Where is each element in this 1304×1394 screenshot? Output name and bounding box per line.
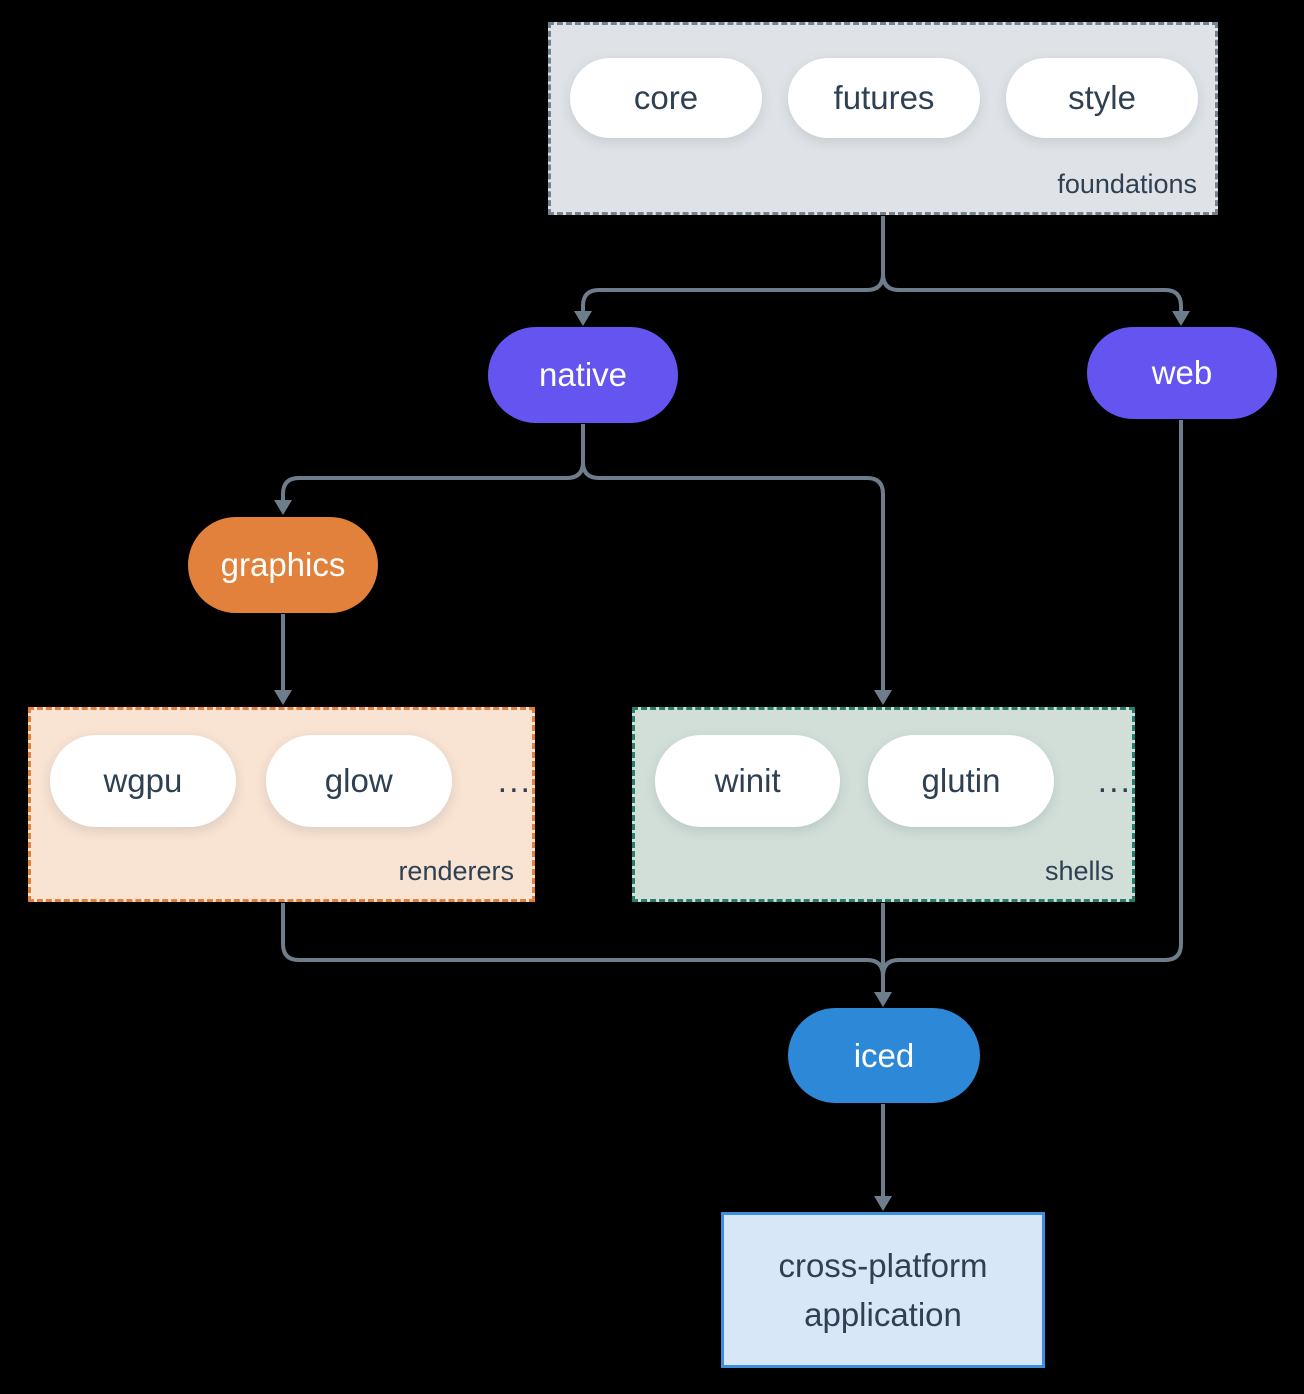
node-winit: winit — [655, 735, 841, 827]
renderers-pill-row: wgpu glow ... — [31, 710, 532, 827]
arrowhead-graphics — [274, 500, 292, 515]
arrowhead-web — [1172, 311, 1190, 326]
node-style: style — [1006, 58, 1198, 138]
edge-native-to-graphics — [281, 461, 585, 500]
node-core: core — [570, 58, 762, 138]
arrowhead-renderers — [274, 690, 292, 705]
node-web: web — [1087, 327, 1277, 419]
edge-foundations-to-web — [881, 273, 1183, 311]
node-glow: glow — [265, 735, 452, 827]
shells-ellipsis: ... — [1097, 761, 1132, 800]
edge-renderers-to-iced — [281, 903, 867, 962]
group-renderers: wgpu glow ... renderers — [28, 707, 535, 902]
arrowhead-application — [874, 1196, 892, 1211]
node-glutin: glutin — [868, 735, 1054, 827]
node-wgpu: wgpu — [50, 735, 236, 827]
node-cross-platform-application: cross-platform application — [721, 1212, 1045, 1368]
node-graphics: graphics — [188, 517, 378, 613]
arrowhead-shells — [874, 690, 892, 705]
group-shells: winit glutin ... shells — [632, 707, 1135, 902]
group-renderers-label: renderers — [398, 856, 514, 886]
node-native: native — [488, 327, 678, 423]
node-iced: iced — [788, 1008, 980, 1103]
edge-foundations-to-native — [581, 273, 885, 311]
node-futures: futures — [788, 58, 980, 138]
edge-web-to-iced — [899, 420, 1183, 962]
shells-pill-row: winit glutin ... — [635, 710, 1132, 827]
foundations-pill-row: core futures style — [551, 25, 1215, 138]
arrowhead-iced — [874, 992, 892, 1007]
group-foundations-label: foundations — [1057, 169, 1197, 199]
edge-merge-fillet-right — [881, 958, 900, 977]
arrowhead-native — [574, 311, 592, 326]
edge-native-to-shells — [581, 461, 885, 690]
edge-merge-fillet-left — [866, 958, 885, 977]
group-shells-label: shells — [1044, 856, 1114, 886]
group-foundations: core futures style foundations — [548, 22, 1218, 215]
renderers-ellipsis: ... — [497, 761, 532, 800]
